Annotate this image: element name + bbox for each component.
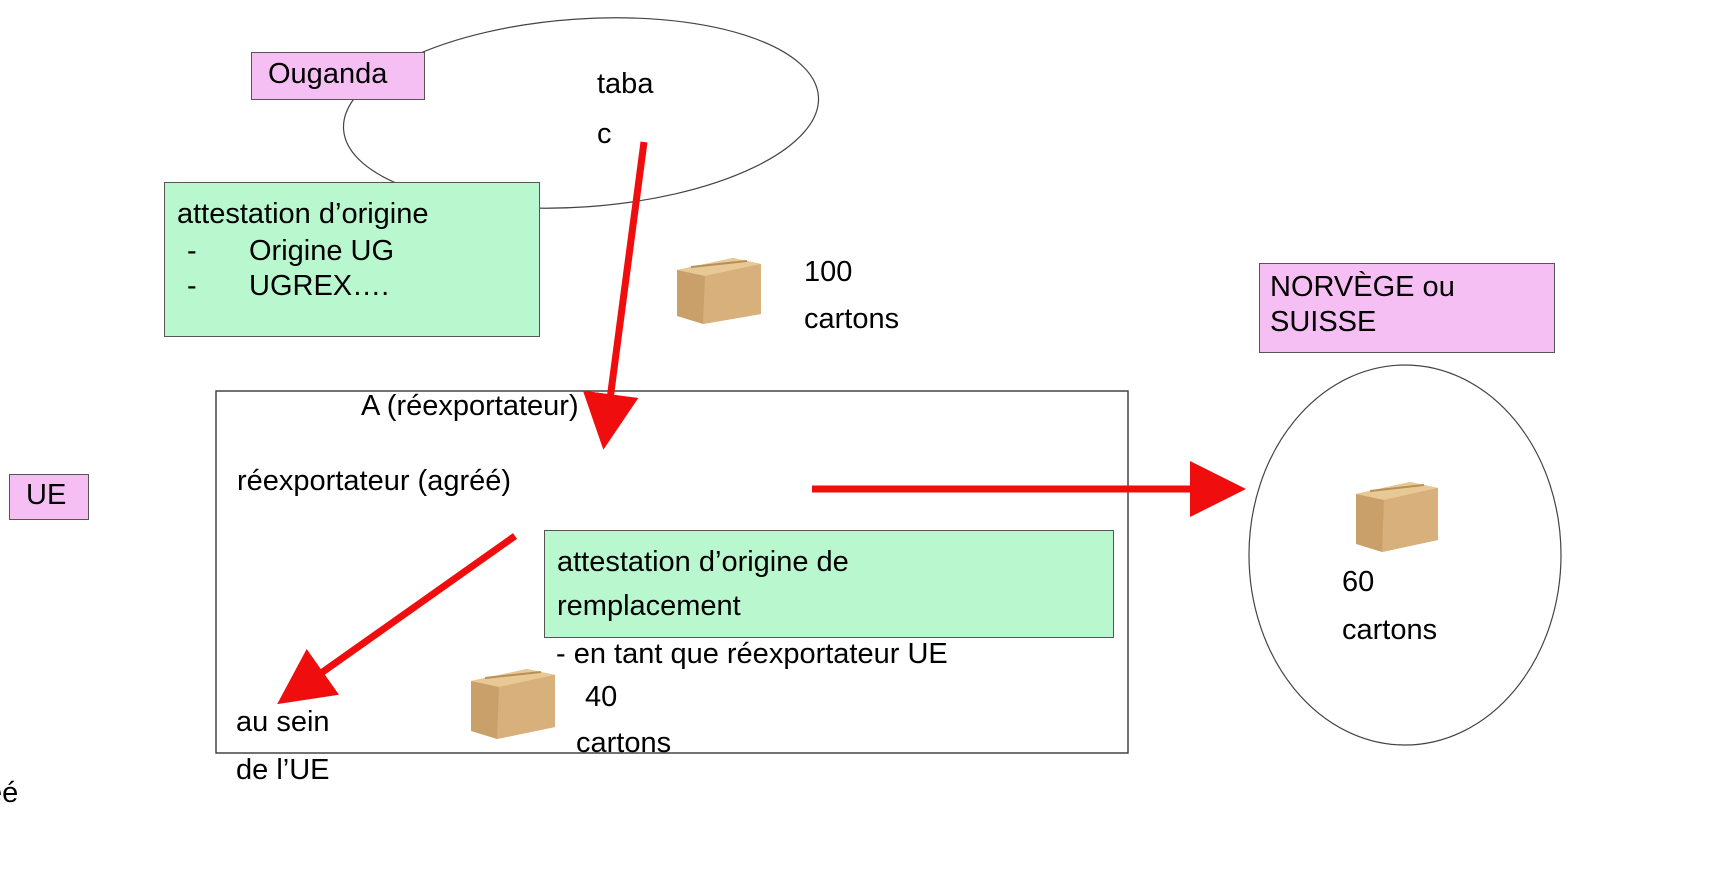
attestation-title: attestation d’origine [177,198,429,230]
replacement-attestation-line1: attestation d’origine de [557,546,849,578]
replacement-attestation-box: attestation d’origine de remplacement [544,530,1114,638]
attestation-item-text: Origine UG [249,234,395,267]
local-qty: 40 [585,681,618,713]
shipment-out-unit: cartons [1342,614,1438,646]
shipment-in-qty: 100 [804,256,853,288]
eu-destination-line2: de l’UE [236,754,330,786]
local-qty-unit: cartons [576,727,672,759]
attestation-item-dash: - [187,269,197,302]
reexporter-title: A (réexportateur) [361,390,579,422]
attestation-item: - UGREX…. [177,269,539,304]
uganda-label-text: Ouganda [268,58,388,90]
uganda-label: Ouganda [251,52,425,100]
eu-destination-line1: au sein [236,706,330,738]
reexporter-rectangle [215,390,1129,754]
cardboard-box-icon [471,669,555,739]
replacement-attestation-line2: remplacement [557,589,741,622]
cardboard-box-icon [677,258,761,324]
edge-text-fragment: éé [0,777,19,809]
attestation-origin-box: attestation d’origine - Origine UG - UGR… [164,182,540,337]
attestation-item-text: UGREX…. [249,269,390,302]
replacement-note: - en tant que réexportateur UE [556,638,948,670]
destination-country-ellipse [1248,364,1562,746]
product-text-line2: c [597,118,612,150]
cardboard-box-icon [1356,482,1438,552]
product-text-line1: taba [597,68,654,100]
norway-switzerland-label: NORVÈGE ou SUISSE [1259,263,1555,353]
norway-switzerland-label-text: NORVÈGE ou SUISSE [1270,271,1455,338]
origin-country-ellipse [342,17,820,209]
shipment-out-qty: 60 [1342,566,1375,598]
shipment-in-unit: cartons [804,303,900,335]
arrow-origin-to-reexporter [582,141,648,450]
arrow-reexporter-to-eu [277,533,518,705]
eu-label-text: UE [26,479,67,511]
attestation-item: - Origine UG [177,234,539,269]
attestation-item-dash: - [187,234,197,267]
attestation-items: - Origine UG - UGREX…. [177,234,539,304]
reexporter-role: réexportateur (agréé) [237,465,512,497]
eu-label: UE [9,474,89,520]
